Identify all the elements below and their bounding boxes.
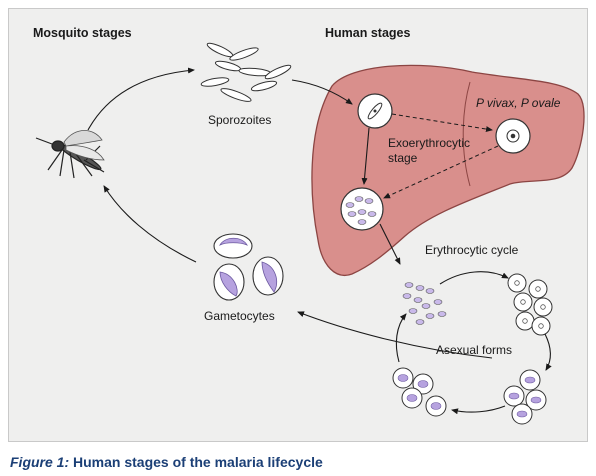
- sporozoite-cluster-icon: [200, 42, 292, 102]
- red-blood-cell-icon: [392, 273, 553, 425]
- arrow-trophozoites-to-schizonts: [451, 405, 506, 415]
- arrow-hepatocyte-to-schizont: [361, 127, 370, 185]
- arrow-sporozoites-to-liver: [291, 79, 353, 105]
- arrow-schizonts-to-merozoites: [395, 313, 407, 363]
- arrow-gametocytes-to-mosquito: [103, 185, 197, 263]
- p-vivax-ovale-label: P vivax, P ovale: [476, 96, 561, 110]
- liver-schizont-icon: [340, 187, 384, 231]
- hepatocyte-icon: [357, 93, 393, 129]
- asexual-forms-label: Asexual forms: [436, 343, 513, 357]
- lifecycle-arrows: [87, 67, 552, 415]
- exoerythrocytic-label: Exoerythrocytic: [388, 136, 471, 150]
- figure-caption: Figure 1: Human stages of the malaria li…: [10, 454, 323, 470]
- ring-form-icon: [514, 280, 546, 329]
- exoerythrocytic-stage-label: stage: [388, 151, 418, 165]
- mosquito-stages-heading: Mosquito stages: [33, 26, 132, 40]
- erythrocytic-cycle-label: Erythrocytic cycle: [425, 243, 519, 257]
- gametocyte-cells-icon: [213, 233, 284, 301]
- arrow-rings-to-trophozoites: [544, 333, 552, 371]
- human-stages-heading: Human stages: [325, 26, 411, 40]
- mosquito-icon: [35, 130, 105, 179]
- hypnozoite-cell-icon: [495, 118, 531, 154]
- figure-number: Figure 1:: [10, 454, 70, 470]
- dormant-stage-arrows: [383, 113, 499, 199]
- gametocytes-label: Gametocytes: [204, 309, 275, 323]
- merozoite-cluster-icon: [402, 282, 447, 325]
- arrow-hepatocyte-to-hypnozoite: [391, 113, 493, 133]
- figure-caption-text: Human stages of the malaria lifecycle: [73, 454, 323, 470]
- trophozoite-icon: [397, 374, 542, 418]
- arrow-schizont-to-merozoites: [379, 223, 401, 265]
- sporozoites-label: Sporozoites: [208, 113, 272, 127]
- arrow-mosquito-to-sporozoites: [87, 67, 195, 131]
- arrow-merozoites-to-rings: [439, 271, 509, 285]
- arrow-asexual-to-gametocytes: [297, 311, 493, 359]
